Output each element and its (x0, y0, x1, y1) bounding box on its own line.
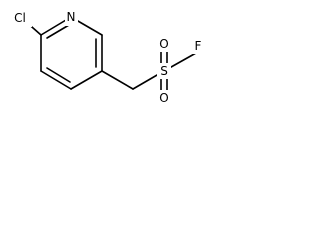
atom-s: S (160, 64, 168, 78)
atom-labels: Cl N S O O F (8, 10, 205, 106)
bond-c4-c5-inner (46, 67, 71, 83)
atom-o-bottom: O (159, 91, 168, 105)
atom-o-top: O (159, 37, 168, 51)
bond-c6-n1-inner (46, 24, 70, 39)
bond-c3-ch2 (101, 70, 134, 90)
atom-f: F (195, 39, 202, 53)
chemical-structure: Cl N S O O F (8, 10, 205, 106)
atom-cl: Cl (14, 11, 26, 25)
bond-c3-c4 (70, 70, 103, 90)
atom-n: N (67, 10, 76, 24)
bond-c4-c5 (40, 70, 72, 90)
bonds (23, 16, 197, 93)
